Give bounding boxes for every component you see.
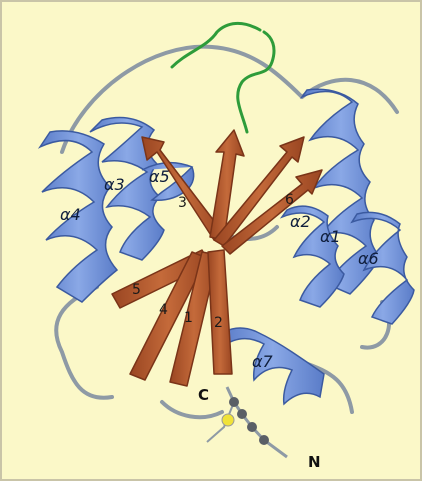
helix-a5-label: α5 [149,167,170,186]
helix-a2-label: α2 [290,212,311,231]
strand-5-label: 5 [132,282,141,298]
c-terminus-label: C [198,386,209,404]
helix-a7-label: α7 [252,352,274,371]
helix-a6-label: α6 [358,249,379,268]
n-terminus-label: N [308,453,321,471]
backbone-atom [259,435,269,445]
helix-a3-label: α3 [104,175,125,194]
strand-2 [208,250,232,374]
strand-1-label: 1 [184,310,193,326]
helix-a1-label: α1 [320,227,341,246]
disulfide-atom [222,414,234,426]
strand-3-label: 3 [178,195,187,211]
n-terminal-chain [207,387,287,457]
active-site-loops [172,23,274,132]
loop-bottom [162,402,222,417]
backbone-atom [247,422,257,432]
loop-left-bottom [56,287,112,398]
backbone-atom [229,397,239,407]
strand-6-label: 6 [285,192,294,208]
green-loop-2 [238,32,274,132]
backbone-atom [237,409,247,419]
strand-2-label: 2 [214,315,223,331]
strand-4-label: 4 [159,302,168,318]
loop-top-left [62,47,302,152]
green-loop-1 [172,23,260,67]
helix-a7 [222,328,324,404]
helix-a4-label: α4 [60,205,81,224]
terminus-labels: C N [198,386,321,471]
